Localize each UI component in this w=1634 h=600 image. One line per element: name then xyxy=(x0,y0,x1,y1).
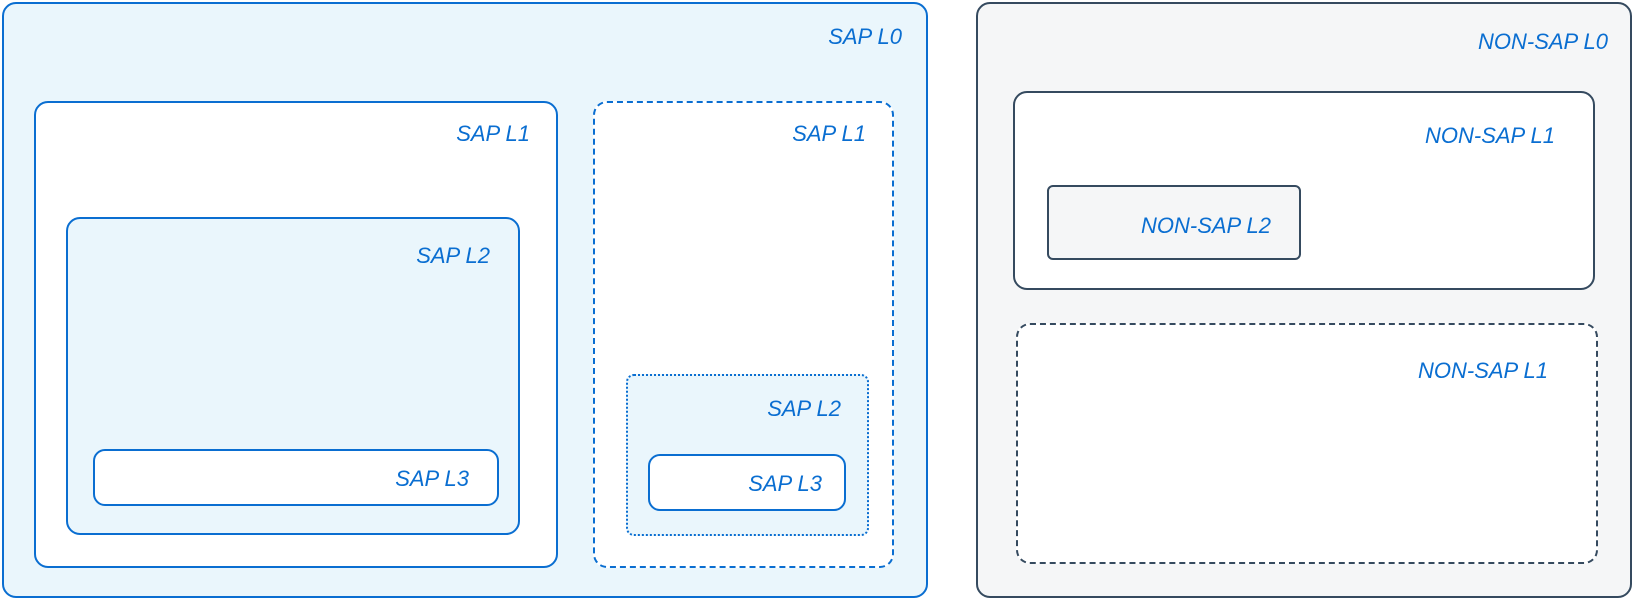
sap-l3-inner-label: SAP L3 xyxy=(748,471,822,496)
sap-l2-dotted-label: SAP L2 xyxy=(767,396,841,421)
sap-l0-label: SAP L0 xyxy=(828,24,902,49)
non-sap-l1-solid-label: NON-SAP L1 xyxy=(1424,123,1555,148)
non-sap-l1-dashed-label: NON-SAP L1 xyxy=(1417,358,1548,383)
sap-l3-inner-container: SAP L3 xyxy=(648,454,846,511)
non-sap-l2-solid-container: NON-SAP L2 xyxy=(1047,185,1301,260)
sap-l3-solid-label: SAP L3 xyxy=(395,466,469,491)
sap-l2-solid-label: SAP L2 xyxy=(416,243,490,268)
non-sap-l0-label: NON-SAP L0 xyxy=(1477,29,1608,54)
non-sap-l1-dashed-container: NON-SAP L1 xyxy=(1016,323,1598,564)
sap-l1-solid-label: SAP L1 xyxy=(456,121,530,146)
sap-l1-dashed-label: SAP L1 xyxy=(792,121,866,146)
non-sap-l2-solid-label: NON-SAP L2 xyxy=(1140,213,1271,238)
sap-l3-solid-container: SAP L3 xyxy=(93,449,499,506)
